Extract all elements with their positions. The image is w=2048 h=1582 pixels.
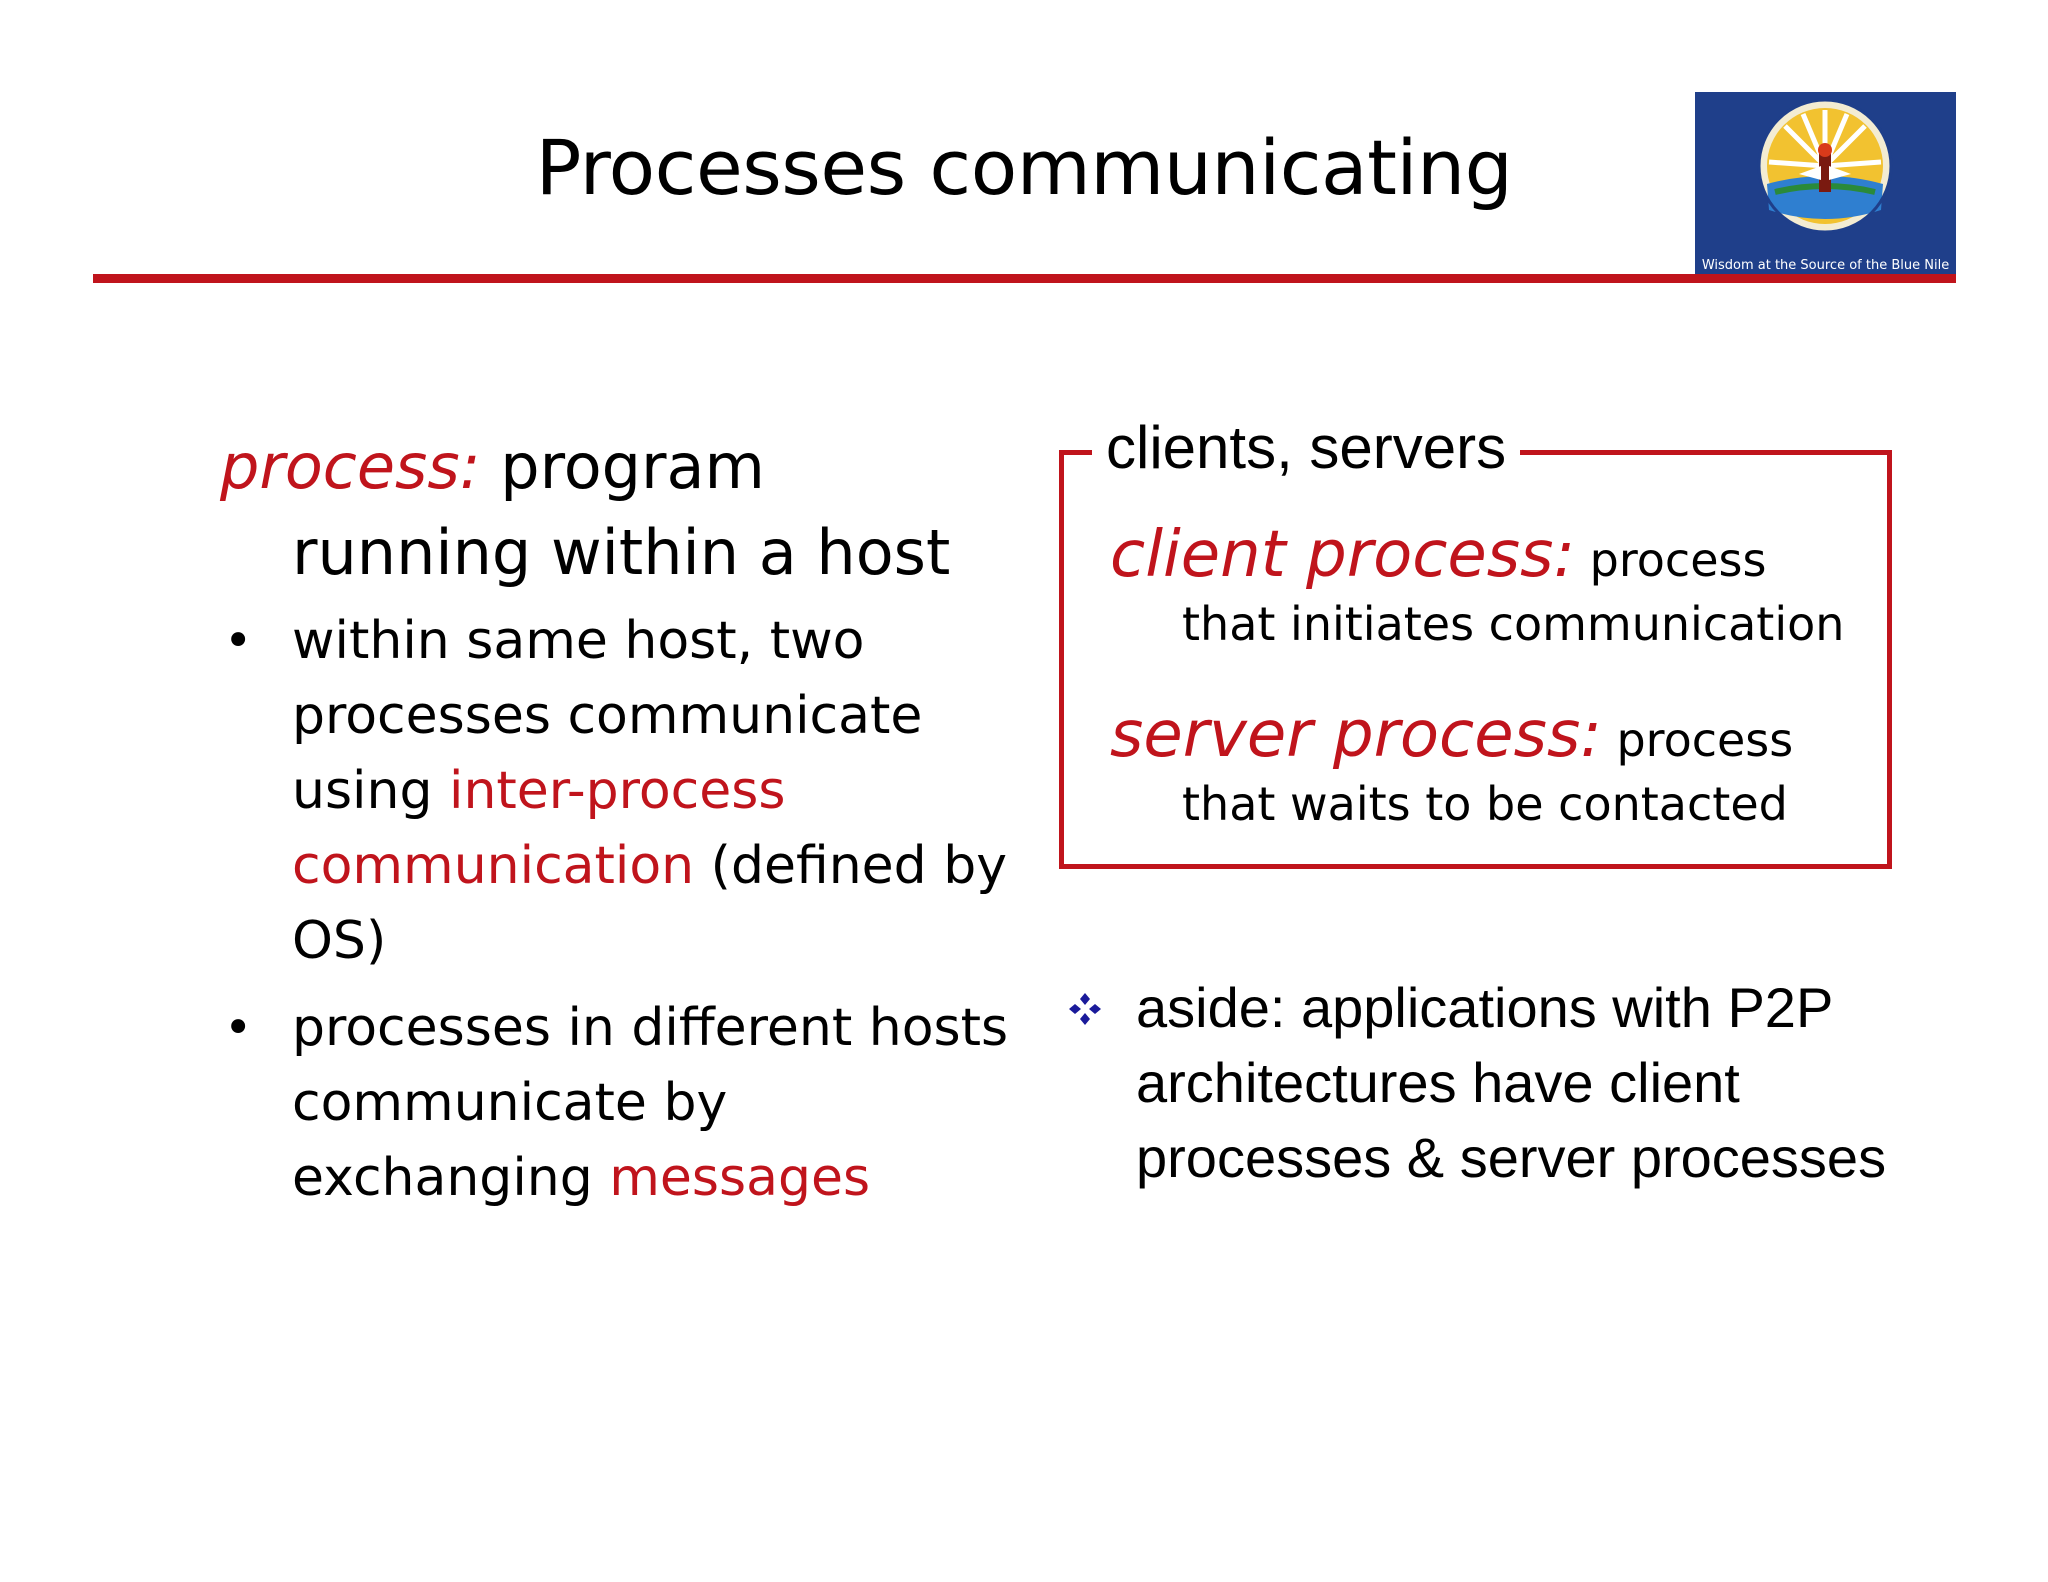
box-label: clients, servers: [1092, 408, 1521, 488]
bullet-highlight: messages: [609, 1148, 871, 1208]
bullet-text-tail: (defined by OS): [292, 836, 1007, 971]
university-logo: Wisdom at the Source of the Blue Nile: [1695, 92, 1956, 280]
server-process-definition: server process: process that waits to be…: [1110, 698, 1890, 836]
client-process-text-cont: that initiates communication: [1182, 597, 1845, 651]
process-definition: process: program running within a host: [220, 424, 1010, 596]
process-term: process:: [220, 430, 481, 503]
bullet-text: processes in different hosts communicate…: [292, 998, 1009, 1208]
server-process-text-cont: that waits to be contacted: [1182, 777, 1788, 831]
client-process-definition: client process: process that initiates c…: [1110, 518, 1890, 656]
aside-note: aside: applications with P2P architectur…: [1068, 970, 1908, 1195]
server-process-text: process: [1601, 713, 1794, 767]
diamond-bullet-icon: [1069, 993, 1101, 1025]
bullet-item: • processes in different hosts communicat…: [220, 991, 1010, 1216]
bullet-dot-icon: •: [224, 613, 253, 669]
slide-title: Processes communicating: [535, 123, 1513, 212]
bullet-text: within same host, two processes communic…: [292, 611, 923, 821]
bullet-item: • within same host, two processes communi…: [220, 604, 1010, 979]
bullet-highlight: inter-process communication: [292, 761, 786, 896]
process-definition-text: program running within a host: [292, 430, 951, 589]
aside-text: aside: applications with P2P architectur…: [1136, 976, 1887, 1189]
server-process-term: server process:: [1110, 698, 1602, 772]
logo-caption: Wisdom at the Source of the Blue Nile: [1701, 258, 1950, 273]
logo-emblem-icon: [1757, 98, 1893, 234]
client-process-term: client process:: [1110, 518, 1576, 592]
bullet-dot-icon: •: [224, 1000, 253, 1056]
process-bullets: • within same host, two processes communi…: [220, 604, 1010, 1216]
title-divider: [93, 274, 1956, 283]
client-process-text: process: [1575, 533, 1767, 587]
left-column: process: program running within a host •…: [220, 424, 1010, 1228]
